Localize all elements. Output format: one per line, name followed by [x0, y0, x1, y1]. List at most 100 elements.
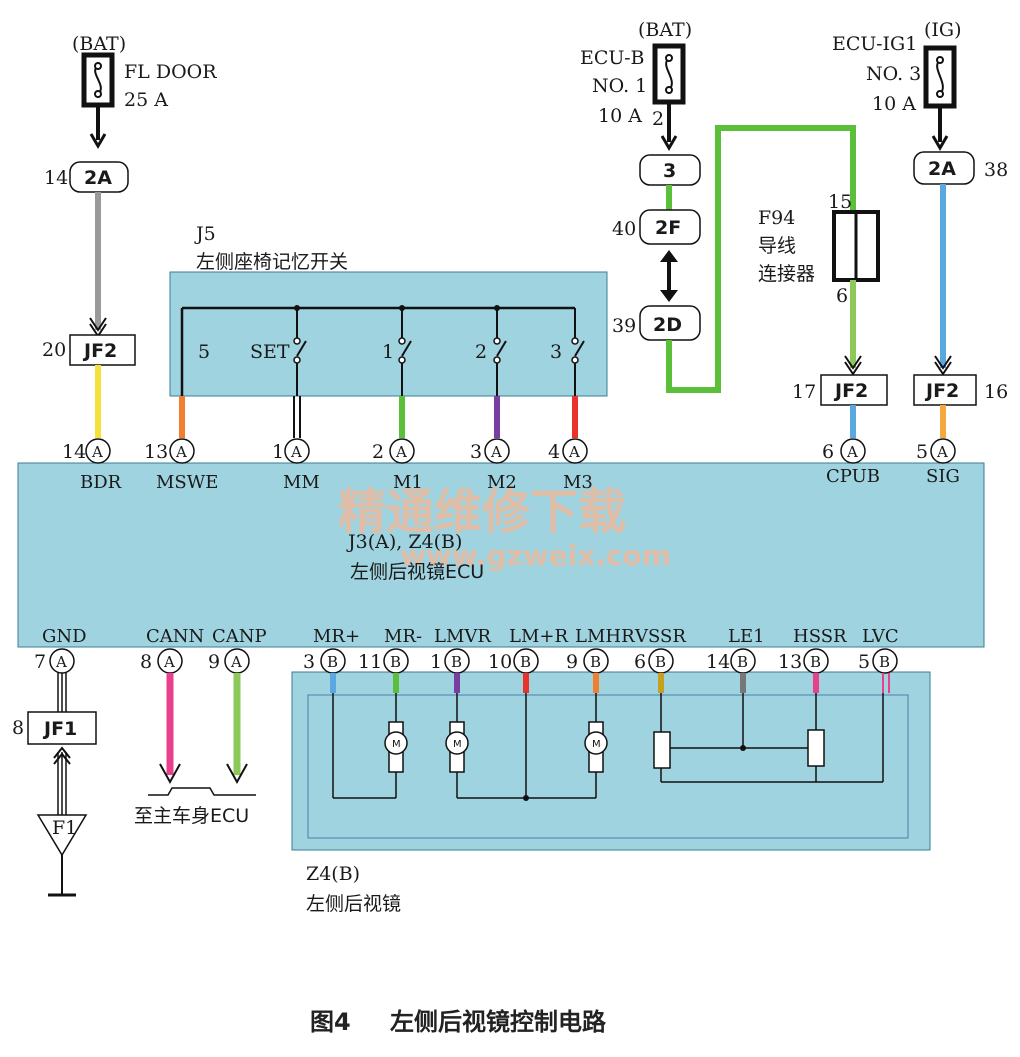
- svg-text:4: 4: [548, 441, 560, 463]
- vertical-position-sensor: [653, 731, 671, 769]
- mirror-inner-border: [307, 694, 909, 839]
- ecu-ig1-rating: 10 A: [872, 93, 916, 115]
- svg-text:M2: M2: [487, 472, 517, 493]
- conn-jf1: [27, 711, 97, 745]
- ecu-bottom-pin: LMHR 9 B: [566, 626, 635, 674]
- svg-text:M3: M3: [563, 472, 593, 493]
- fl-door-supply: (BAT): [72, 33, 126, 55]
- svg-text:GND: GND: [42, 626, 87, 647]
- svg-text:2A: 2A: [928, 158, 956, 180]
- ecu-bottom-pin: MR- 11 B: [358, 626, 422, 674]
- f94-code: F94: [758, 207, 795, 229]
- svg-text:2A: 2A: [84, 167, 112, 189]
- conn-17-pin: 17: [792, 381, 816, 403]
- svg-text:2D: 2D: [653, 314, 682, 336]
- svg-text:JF2: JF2: [82, 340, 117, 362]
- svg-text:13: 13: [144, 441, 168, 463]
- svg-text:6: 6: [836, 285, 848, 307]
- svg-text:JF1: JF1: [42, 718, 77, 740]
- ecu-top-pin: 6 A CPUB: [822, 438, 880, 487]
- f94-line2: 连接器: [758, 263, 815, 285]
- svg-text:B: B: [390, 653, 401, 671]
- svg-text:JF2: JF2: [833, 380, 868, 402]
- svg-text:B: B: [520, 653, 531, 671]
- j5-code: J5: [194, 223, 216, 245]
- svg-text:3: 3: [470, 441, 482, 463]
- ecu-ig1-no: NO. 3: [866, 63, 921, 85]
- ecu-bottom-pin: LE1 14 B: [706, 626, 765, 674]
- svg-text:M: M: [453, 739, 462, 750]
- conn-jf2-right: [913, 374, 977, 406]
- svg-text:MM: MM: [283, 472, 320, 493]
- watermark-url: www.gzweix.com: [400, 539, 671, 572]
- svg-text:HSSR: HSSR: [793, 626, 847, 647]
- svg-text:5: 5: [198, 341, 210, 363]
- svg-text:B: B: [327, 653, 338, 671]
- conn-jf2-mid: [820, 374, 888, 406]
- ecu-bottom-pin: CANN 8 A: [140, 626, 204, 674]
- ecu-bottom-pin: LM+R 10 B: [488, 626, 568, 674]
- svg-text:A: A: [846, 443, 858, 461]
- mirror-code: Z4(B): [306, 863, 360, 885]
- motor-icon: M: [445, 721, 469, 773]
- figure-number: 图4: [310, 1008, 351, 1036]
- svg-text:1: 1: [272, 441, 284, 463]
- ecu-bottom-pin: LMVR 1 B: [430, 626, 491, 674]
- svg-text:9: 9: [208, 651, 220, 673]
- svg-text:3: 3: [663, 160, 676, 182]
- ecu-top-pin: 13 A MSWE: [144, 438, 218, 493]
- svg-text:A: A: [163, 653, 175, 671]
- svg-text:LMVR: LMVR: [434, 626, 491, 647]
- conn-16-pin: 16: [984, 381, 1008, 403]
- svg-text:M: M: [392, 739, 401, 750]
- ecu-ig1-name: ECU-IG1: [832, 33, 917, 55]
- j5-switch-panel: [169, 271, 608, 397]
- svg-text:11: 11: [358, 651, 382, 673]
- ecu-ig1-supply: (IG): [924, 19, 962, 41]
- svg-text:2: 2: [652, 108, 664, 130]
- motor-icon: M: [384, 721, 408, 773]
- ecu-bottom-pin: GND 7 A: [34, 626, 87, 674]
- svg-text:SET: SET: [250, 341, 290, 363]
- svg-text:SIG: SIG: [926, 466, 960, 487]
- svg-text:CANN: CANN: [146, 626, 204, 647]
- can-destination: 至主车身ECU: [134, 805, 249, 827]
- svg-text:A: A: [568, 443, 580, 461]
- svg-text:6: 6: [634, 651, 646, 673]
- figure-title: 左侧后视镜控制电路: [390, 1008, 607, 1036]
- svg-text:MSWE: MSWE: [156, 472, 218, 493]
- svg-text:7: 7: [34, 651, 46, 673]
- svg-text:14: 14: [62, 441, 86, 463]
- green-wire: [666, 125, 856, 393]
- svg-text:A: A: [230, 653, 242, 671]
- svg-text:1: 1: [382, 341, 394, 363]
- fl-door-rating: 25 A: [124, 89, 168, 111]
- ecu-b-name: ECU-B: [580, 47, 644, 69]
- conn-14-pin: 14: [44, 167, 68, 189]
- j5-name: 左侧座椅记忆开关: [196, 251, 348, 273]
- fl-door-name: FL DOOR: [124, 61, 217, 83]
- svg-text:A: A: [91, 443, 103, 461]
- svg-text:MR-: MR-: [384, 626, 422, 647]
- svg-text:2: 2: [475, 341, 487, 363]
- conn-2f: [639, 209, 701, 245]
- conn-jf2-left: [69, 334, 136, 366]
- svg-text:9: 9: [566, 651, 578, 673]
- conn-20-pin: 20: [42, 339, 66, 361]
- svg-text:A: A: [395, 443, 407, 461]
- svg-text:6: 6: [822, 441, 834, 463]
- ground-terminal: [36, 814, 88, 857]
- svg-text:13: 13: [778, 651, 802, 673]
- svg-text:A: A: [936, 443, 948, 461]
- svg-text:BDR: BDR: [80, 472, 122, 493]
- mirror-name: 左侧后视镜: [306, 893, 401, 915]
- ecu-code: J3(A), Z4(B): [346, 531, 462, 553]
- ecu-bottom-pin: LVC 5 B: [858, 626, 899, 674]
- svg-text:LVC: LVC: [862, 626, 899, 647]
- conn-38-pin: 38: [984, 159, 1008, 181]
- svg-text:2: 2: [372, 441, 384, 463]
- svg-text:3: 3: [550, 341, 562, 363]
- ecu-panel: [17, 462, 985, 648]
- svg-text:LE1: LE1: [728, 626, 765, 647]
